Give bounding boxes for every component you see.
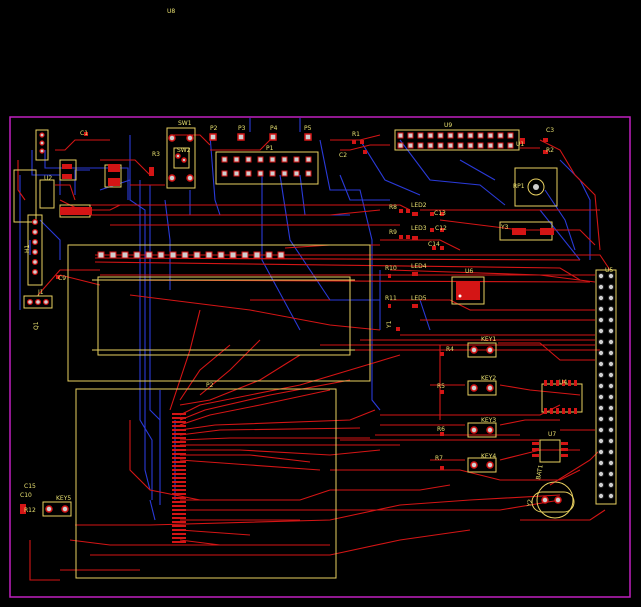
- label-r12: R12: [24, 507, 36, 514]
- label-key5: KEY5: [56, 495, 71, 502]
- label-r5: R5: [437, 383, 445, 390]
- label-r9: R9: [389, 229, 397, 236]
- label-u8: U8: [167, 8, 175, 15]
- label-r8: R8: [389, 204, 397, 211]
- label-c13: C13: [434, 210, 446, 217]
- designator-labels: U8 SW1 SW2 P1 P2 P3 P4 P5 U9 C3 R2 R1 C2…: [20, 8, 613, 514]
- label-key4: KEY4: [481, 453, 496, 460]
- label-c2: C2: [339, 152, 347, 159]
- label-u9: U9: [444, 122, 452, 129]
- label-c1: C1: [80, 130, 88, 137]
- label-p2: P2: [206, 382, 214, 389]
- label-p5: P5: [304, 125, 312, 132]
- label-led3: LED3: [411, 225, 427, 232]
- label-u4: U4: [559, 379, 567, 386]
- label-j1: J1: [37, 289, 44, 296]
- label-q1: Q1: [33, 321, 40, 330]
- label-r10: R10: [385, 265, 397, 272]
- label-p4: P4: [270, 125, 278, 132]
- label-r3: R3: [152, 151, 160, 158]
- label-r1: R1: [352, 131, 360, 138]
- label-y3: Y3: [500, 224, 509, 231]
- label-y2: Y2: [526, 499, 534, 509]
- label-p2-tp: P2: [210, 125, 218, 132]
- label-h1: H1: [24, 244, 31, 253]
- label-u1: U1: [516, 141, 524, 148]
- label-r11: R11: [385, 295, 397, 302]
- label-bat1: BAT1: [535, 464, 545, 480]
- label-c10: C10: [20, 492, 32, 499]
- label-led2: LED2: [411, 202, 427, 209]
- label-r4: R4: [446, 346, 454, 353]
- label-rp1: RP1: [513, 183, 525, 190]
- label-led5: LED5: [411, 295, 427, 302]
- label-c12: C12: [435, 225, 447, 232]
- board-outline: [9, 116, 631, 598]
- label-c14: C14: [428, 241, 440, 248]
- label-sw2: SW2: [177, 147, 191, 154]
- pads-layer: [20, 132, 615, 543]
- lcd-outline: [67, 244, 371, 382]
- label-u6: U6: [465, 268, 473, 275]
- u5-outline: [595, 269, 617, 505]
- label-p1: P1: [266, 145, 274, 152]
- label-r7: R7: [435, 455, 443, 462]
- label-y1: Y1: [386, 320, 393, 329]
- label-c3: C3: [546, 127, 554, 134]
- label-u7: U7: [548, 431, 556, 438]
- label-c15: C15: [24, 483, 36, 490]
- label-r2: R2: [546, 147, 554, 154]
- label-sw1: SW1: [178, 120, 192, 127]
- label-u2: U2: [44, 175, 52, 182]
- label-p3: P3: [238, 125, 246, 132]
- label-c9: C9: [58, 275, 66, 282]
- label-key3: KEY3: [481, 417, 496, 424]
- label-u5: U5: [605, 267, 613, 274]
- label-key2: KEY2: [481, 375, 496, 382]
- label-r6: R6: [437, 426, 445, 433]
- label-led4: LED4: [411, 263, 427, 270]
- label-key1: KEY1: [481, 336, 496, 343]
- top-layer-traces: [17, 134, 611, 581]
- lcd-window: [97, 276, 351, 356]
- p2-outline: [75, 388, 337, 579]
